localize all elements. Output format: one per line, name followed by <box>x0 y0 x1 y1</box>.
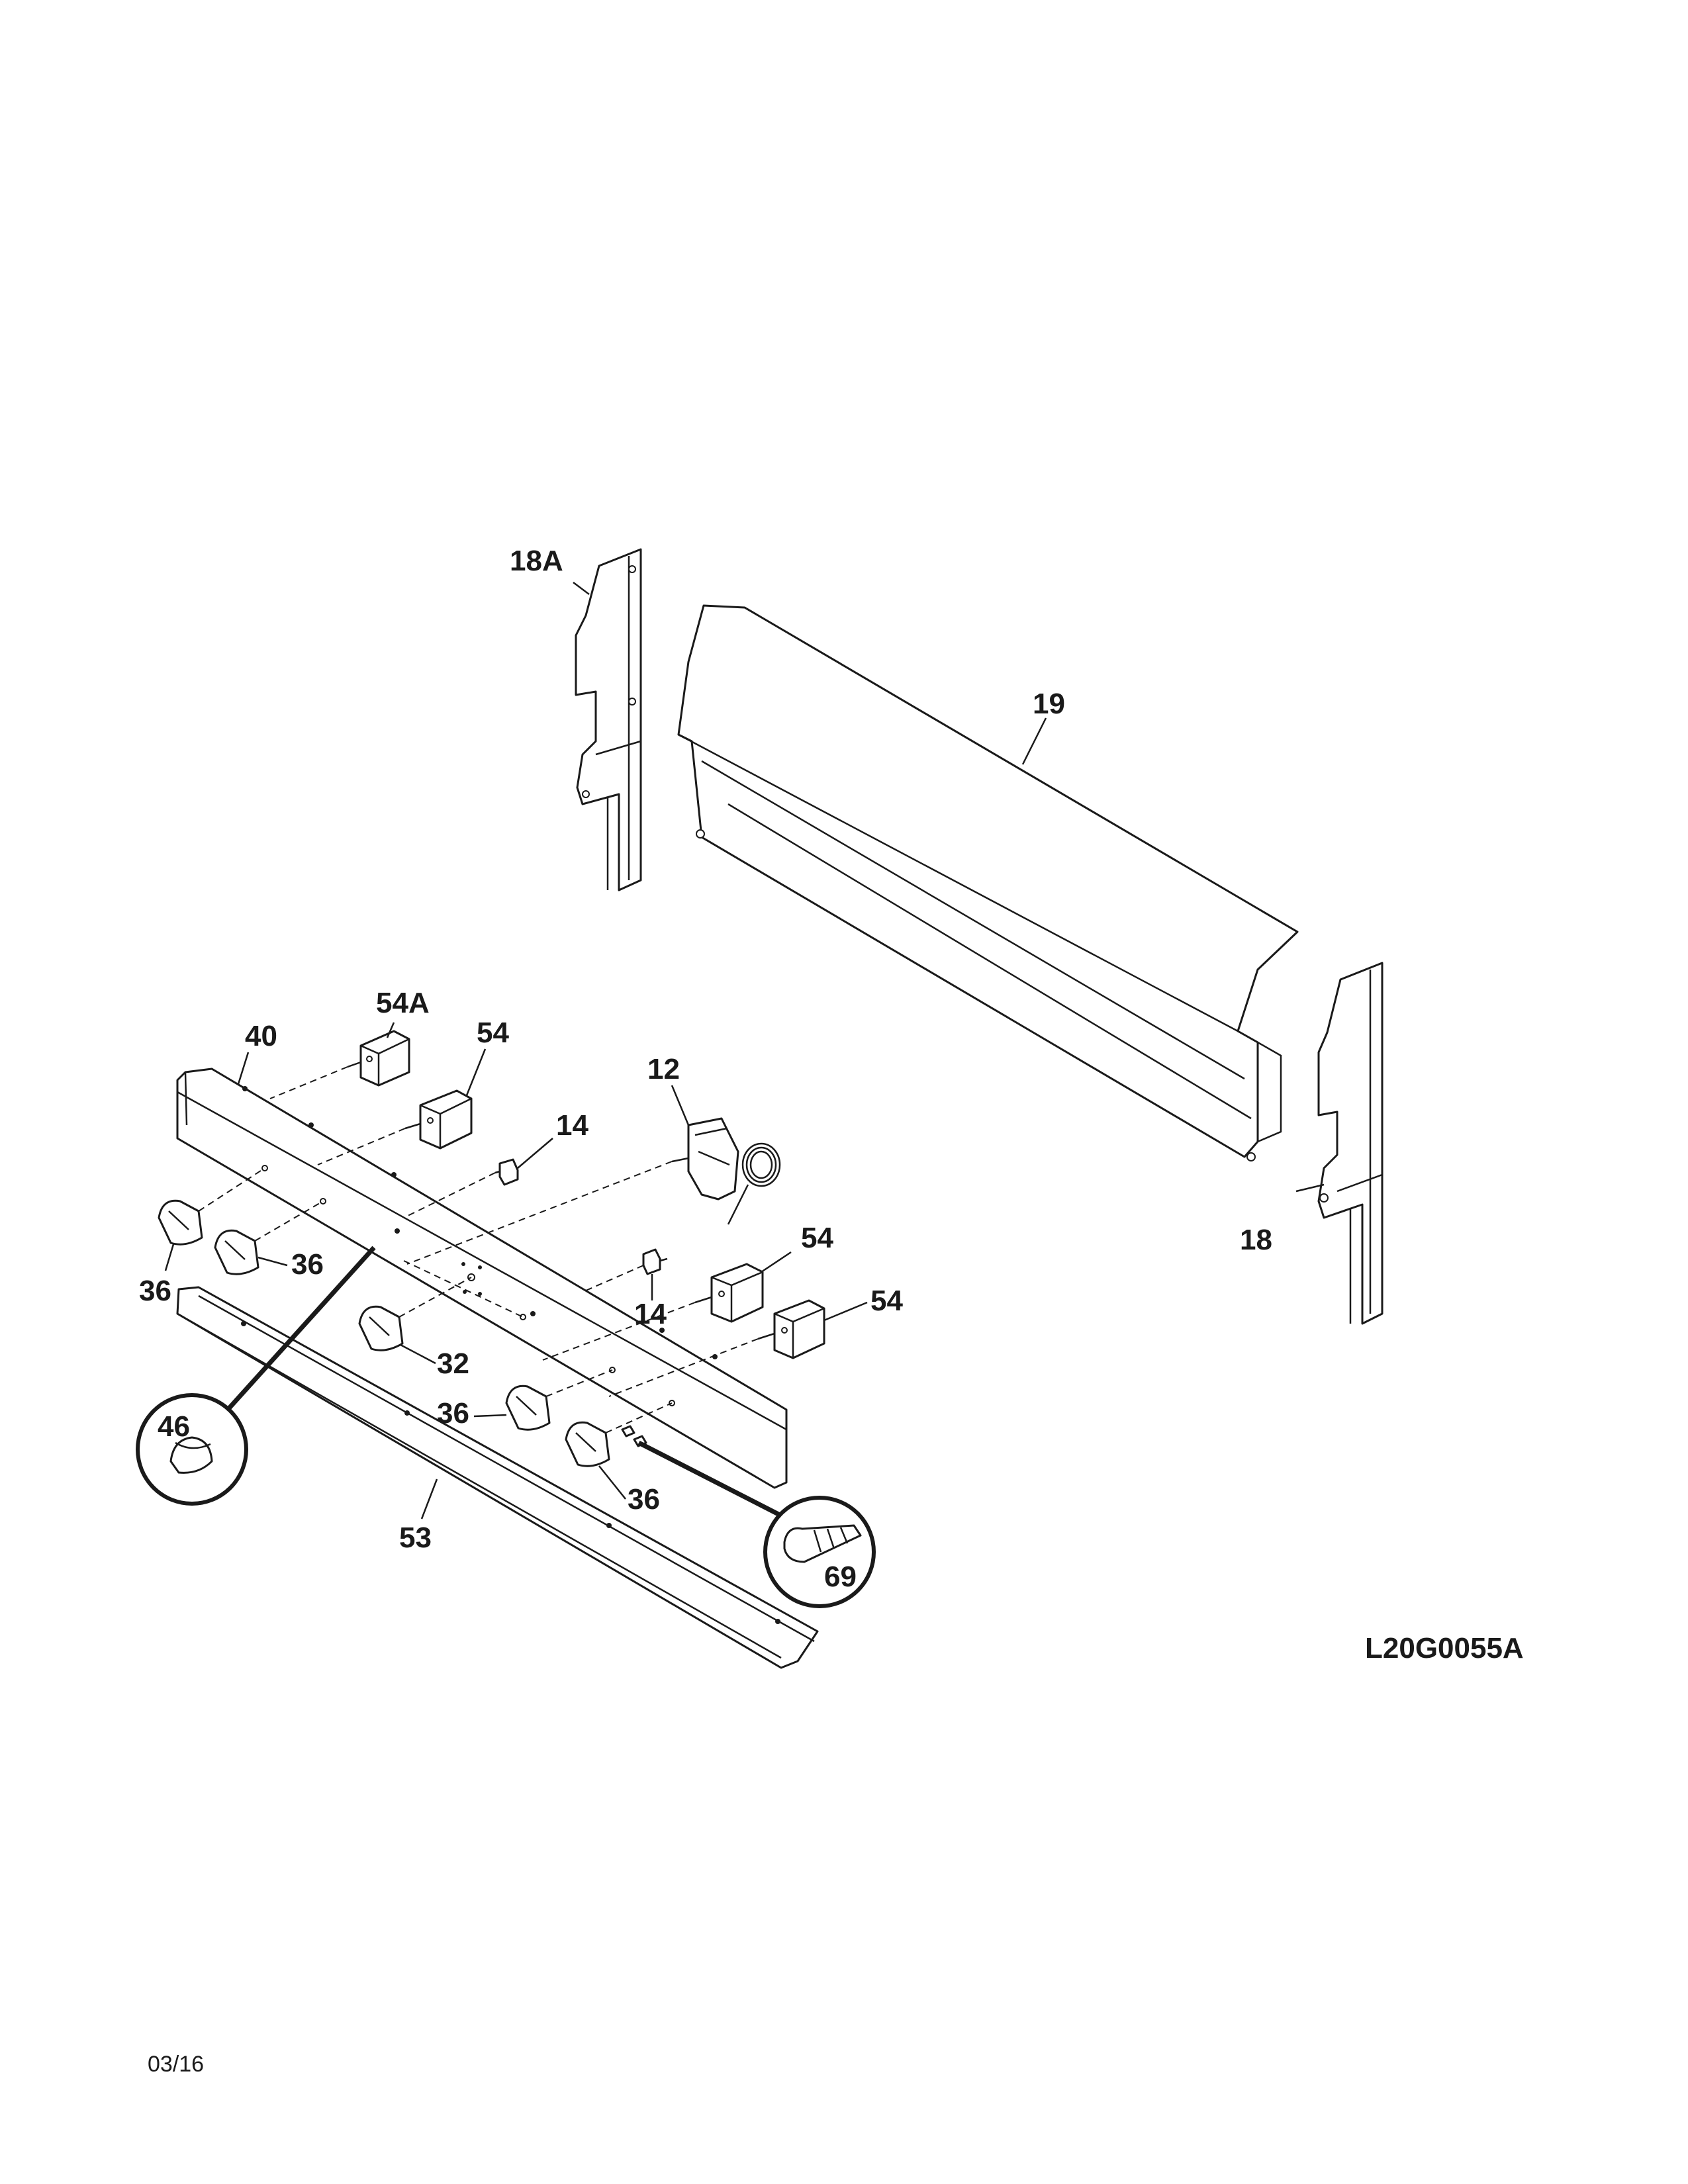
revision-date: 03/16 <box>148 2052 204 2077</box>
part-54-switch-3 <box>757 1299 825 1359</box>
part-18-right-end-bracket <box>1317 962 1383 1325</box>
callout-54-right: 54 <box>870 1285 903 1317</box>
part-12-thermostat <box>671 1117 781 1225</box>
part-53-trim-strip <box>176 1286 819 1669</box>
part-36-knob-2 <box>214 1229 259 1275</box>
callout-14-bottom: 14 <box>634 1298 667 1330</box>
part-14-indicator-light-1 <box>494 1158 519 1186</box>
part-36-knob-1 <box>158 1199 203 1246</box>
callout-46: 46 <box>158 1410 190 1443</box>
callout-14-top: 14 <box>556 1109 588 1142</box>
callout-18: 18 <box>1240 1224 1272 1256</box>
callout-36-left: 36 <box>139 1275 171 1307</box>
part-19-back-guard <box>677 604 1299 1161</box>
callout-36-fourth: 36 <box>628 1483 660 1516</box>
callout-40: 40 <box>245 1020 277 1052</box>
part-32-knob <box>358 1305 404 1351</box>
part-54A-switch <box>347 1030 410 1087</box>
callout-53: 53 <box>399 1522 432 1554</box>
callout-labels: 18A 19 18 40 54A 54 14 12 54 14 54 36 36… <box>139 545 1272 1593</box>
drawing-code: L20G0055A <box>1365 1632 1524 1664</box>
callout-12: 12 <box>647 1053 680 1085</box>
part-36-knob-3 <box>505 1385 551 1431</box>
callout-54-middle: 54 <box>801 1222 833 1254</box>
callout-69: 69 <box>824 1561 857 1593</box>
callout-54A: 54A <box>376 987 430 1019</box>
callout-leaders <box>164 582 1325 1520</box>
part-36-knob-4 <box>565 1421 610 1467</box>
callout-36-second: 36 <box>291 1248 324 1281</box>
callout-32: 32 <box>437 1347 469 1380</box>
detail-69-screw <box>637 1440 876 1608</box>
callout-18A: 18A <box>510 545 563 577</box>
part-54-switch-2 <box>694 1263 764 1323</box>
detail-46-plug-button <box>136 1246 376 1506</box>
callout-19: 19 <box>1033 688 1065 720</box>
callout-54-top: 54 <box>477 1017 509 1049</box>
callout-36-third: 36 <box>437 1397 469 1430</box>
assembly-lines <box>198 1066 759 1433</box>
part-54-switch-1 <box>404 1089 473 1150</box>
part-14-indicator-light-2 <box>642 1248 668 1275</box>
part-18A-left-end-bracket <box>575 548 642 891</box>
